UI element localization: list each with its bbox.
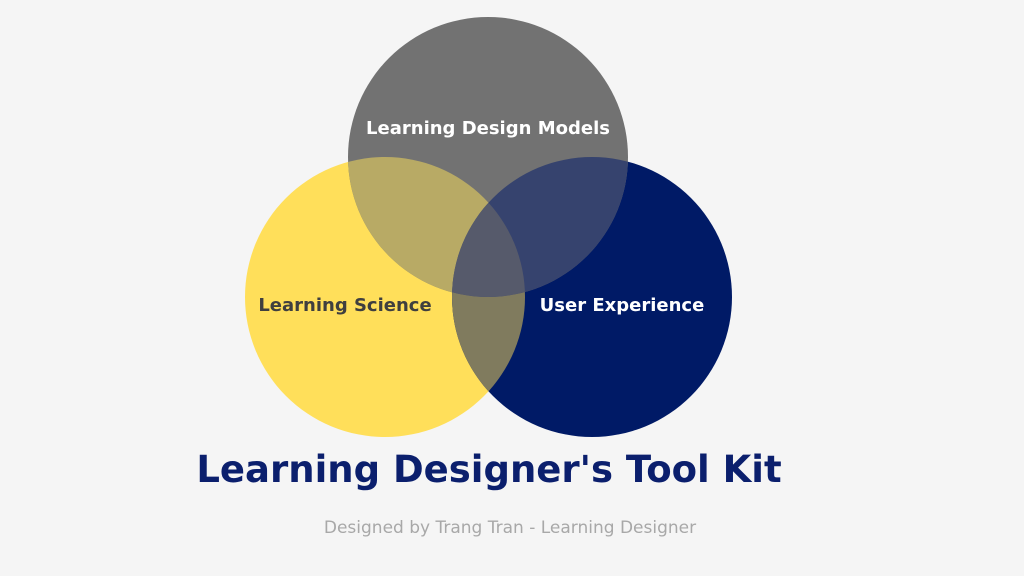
overlap-design-experience bbox=[452, 157, 628, 297]
label-learning-science: Learning Science bbox=[258, 295, 431, 316]
label-user-experience: User Experience bbox=[540, 295, 705, 316]
page-title: Learning Designer's Tool Kit bbox=[196, 448, 782, 491]
label-learning-design-models: Learning Design Models bbox=[366, 118, 610, 139]
overlap-design-science bbox=[348, 157, 525, 297]
subtitle: Designed by Trang Tran - Learning Design… bbox=[323, 518, 697, 538]
